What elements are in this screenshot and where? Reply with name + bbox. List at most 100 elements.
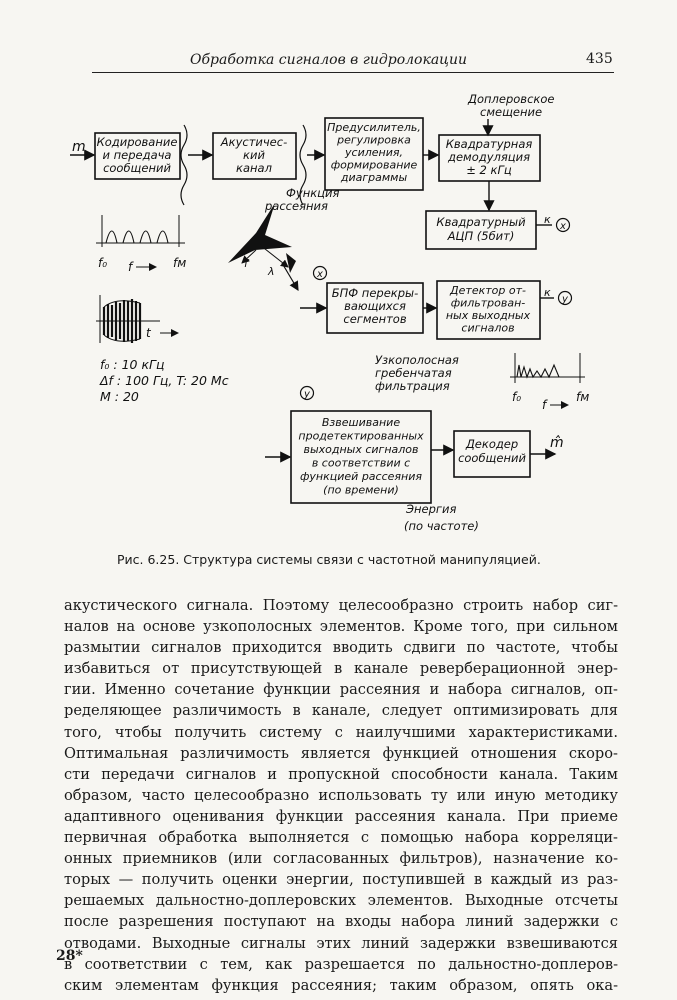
preamp-block: [324, 117, 424, 191]
body-line: ским элементам функция рассеяния; таким …: [64, 976, 618, 994]
body-line: налов на основе узкополосных элементов. …: [64, 618, 618, 636]
f-axis-label: f: [244, 257, 250, 270]
energy-line-2: (по частоте): [404, 519, 479, 533]
page-number: 435: [586, 51, 613, 67]
preamp-line-4: формирование: [331, 159, 418, 172]
y-marker-left: y: [303, 389, 311, 400]
detector-line-4: сигналов: [461, 322, 514, 335]
param-line-2: Δf : 100 Гц, T: 20 Мс: [99, 373, 229, 388]
demod-line-2: демодуляция: [447, 150, 530, 164]
preamp-line-3: усиления,: [344, 146, 403, 159]
weighting-line-1: Взвешивание: [322, 416, 400, 429]
x-marker-top: x: [559, 221, 566, 232]
lambda-axis-label: λ: [267, 265, 275, 278]
preamp-line-5: диаграммы: [340, 171, 408, 184]
weighting-line-3: выходных сигналов: [303, 443, 418, 456]
decoder-line-2: сообщений: [458, 451, 526, 465]
f0-label-right: f₀: [512, 390, 521, 404]
doppler-line-2: смещение: [480, 105, 542, 119]
adc-line-1: Квадратурный: [436, 215, 526, 229]
weighting-line-6: (по времени): [323, 484, 399, 497]
f-arrow-label-left: f: [128, 260, 134, 274]
body-line: ределяющее различимость в канале, следуе…: [64, 702, 618, 720]
input-label: m: [72, 139, 86, 155]
narrowband-line-1: Узкополосная: [375, 353, 459, 367]
energy-line-1: Энергия: [405, 502, 456, 516]
svg-text:Детектор от-фильтрован-ных вых: Детектор от-фильтрован-ных выходныхсигна…: [446, 284, 531, 335]
weighting-line-5: функцией рассеяния: [300, 470, 422, 483]
f0-label-left: f₀: [98, 256, 107, 270]
fft-line-2: вающихся: [344, 299, 406, 313]
demod-line-1: Квадратурная: [446, 137, 533, 151]
fft-line-1: БПФ перекры-: [332, 286, 419, 300]
channel-block: [212, 132, 297, 180]
scattering-line-1: Функция: [286, 186, 339, 200]
fft-line-3: сегментов: [343, 312, 406, 326]
header-rule: [92, 72, 614, 73]
x-marker-left: x: [316, 269, 323, 280]
preamp-line-2: регулировка: [336, 134, 411, 147]
f-arrow-label-right: f: [542, 398, 548, 412]
body-line: акустического сигнала. Поэтому целесообр…: [64, 597, 618, 614]
detector-block: [436, 280, 541, 340]
t-arrow-label: t: [146, 326, 152, 340]
scattering-line-2: рассеяния: [264, 199, 328, 213]
body-line: первичная обработка выполняется с помощь…: [64, 829, 618, 847]
body-line: торых — получить оценки энергии, поступи…: [64, 871, 618, 889]
fm-label-right: fм: [576, 390, 589, 404]
to-y-label: к: [544, 286, 551, 299]
coding-line-3: сообщений: [103, 161, 171, 175]
body-paragraph: акустического сигнала. Поэтому целесообр…: [64, 595, 618, 996]
frequency-comb-sketch: [96, 215, 185, 247]
decoder-line-1: Декодер: [465, 437, 518, 451]
narrowband-line-3: фильтрация: [375, 379, 450, 393]
weighting-line-2: продетектированных: [298, 430, 424, 443]
coding-line-2: и передача: [103, 148, 172, 162]
weighting-line-4: в соответствии с: [312, 457, 410, 470]
body-line: размытии сигналов приходится вводить сдв…: [64, 639, 618, 657]
coding-block: [94, 132, 181, 180]
channel-line-2: кий: [243, 148, 265, 162]
coding-line-1: Кодирование: [97, 135, 178, 149]
running-header: Обработка сигналов в гидролокации: [190, 52, 467, 68]
body-line: гии. Именно сочетание функции рассеяния …: [64, 681, 618, 699]
detector-line-2: фильтрован-: [451, 297, 526, 310]
preamp-line-1: Предусилитель,: [327, 121, 421, 134]
body-line: того, чтобы получить систему с наилучшим…: [64, 723, 618, 741]
detector-line-3: ных выходных: [446, 309, 531, 322]
body-line: после разрешения поступают на входы набо…: [64, 913, 618, 931]
scattering-function-shape: [228, 203, 296, 273]
body-line: сти передачи сигналов и пропускной спосо…: [64, 765, 618, 783]
body-line: Оптимальная различимость является функци…: [64, 744, 618, 762]
body-line: образом, часто целесообразно использоват…: [64, 786, 618, 804]
time-signal-sketch: [96, 295, 179, 343]
body-line: отводами. Выходные сигналы этих линий за…: [64, 934, 618, 952]
adc-line-2: АЦП (5бит): [447, 229, 515, 243]
narrowband-line-2: гребенчатая: [375, 366, 452, 380]
output-label: m̂: [550, 435, 564, 451]
channel-line-1: Акустичес-: [220, 135, 287, 149]
param-line-3: M : 20: [100, 389, 139, 404]
fm-label-left: fм: [173, 256, 186, 270]
channel-line-3: канал: [236, 161, 273, 175]
to-x-label: к: [544, 213, 551, 226]
figure-caption: Рис. 6.25. Структура системы связи с час…: [117, 552, 541, 567]
signature-mark: 28*: [56, 948, 83, 964]
weighting-block: [290, 410, 432, 504]
adc-block: [425, 210, 537, 250]
body-line: решаемых дальностно-доплеровских элемент…: [64, 892, 618, 910]
svg-text:Энергия(по частоте): Энергия (по частоте): [404, 502, 479, 533]
